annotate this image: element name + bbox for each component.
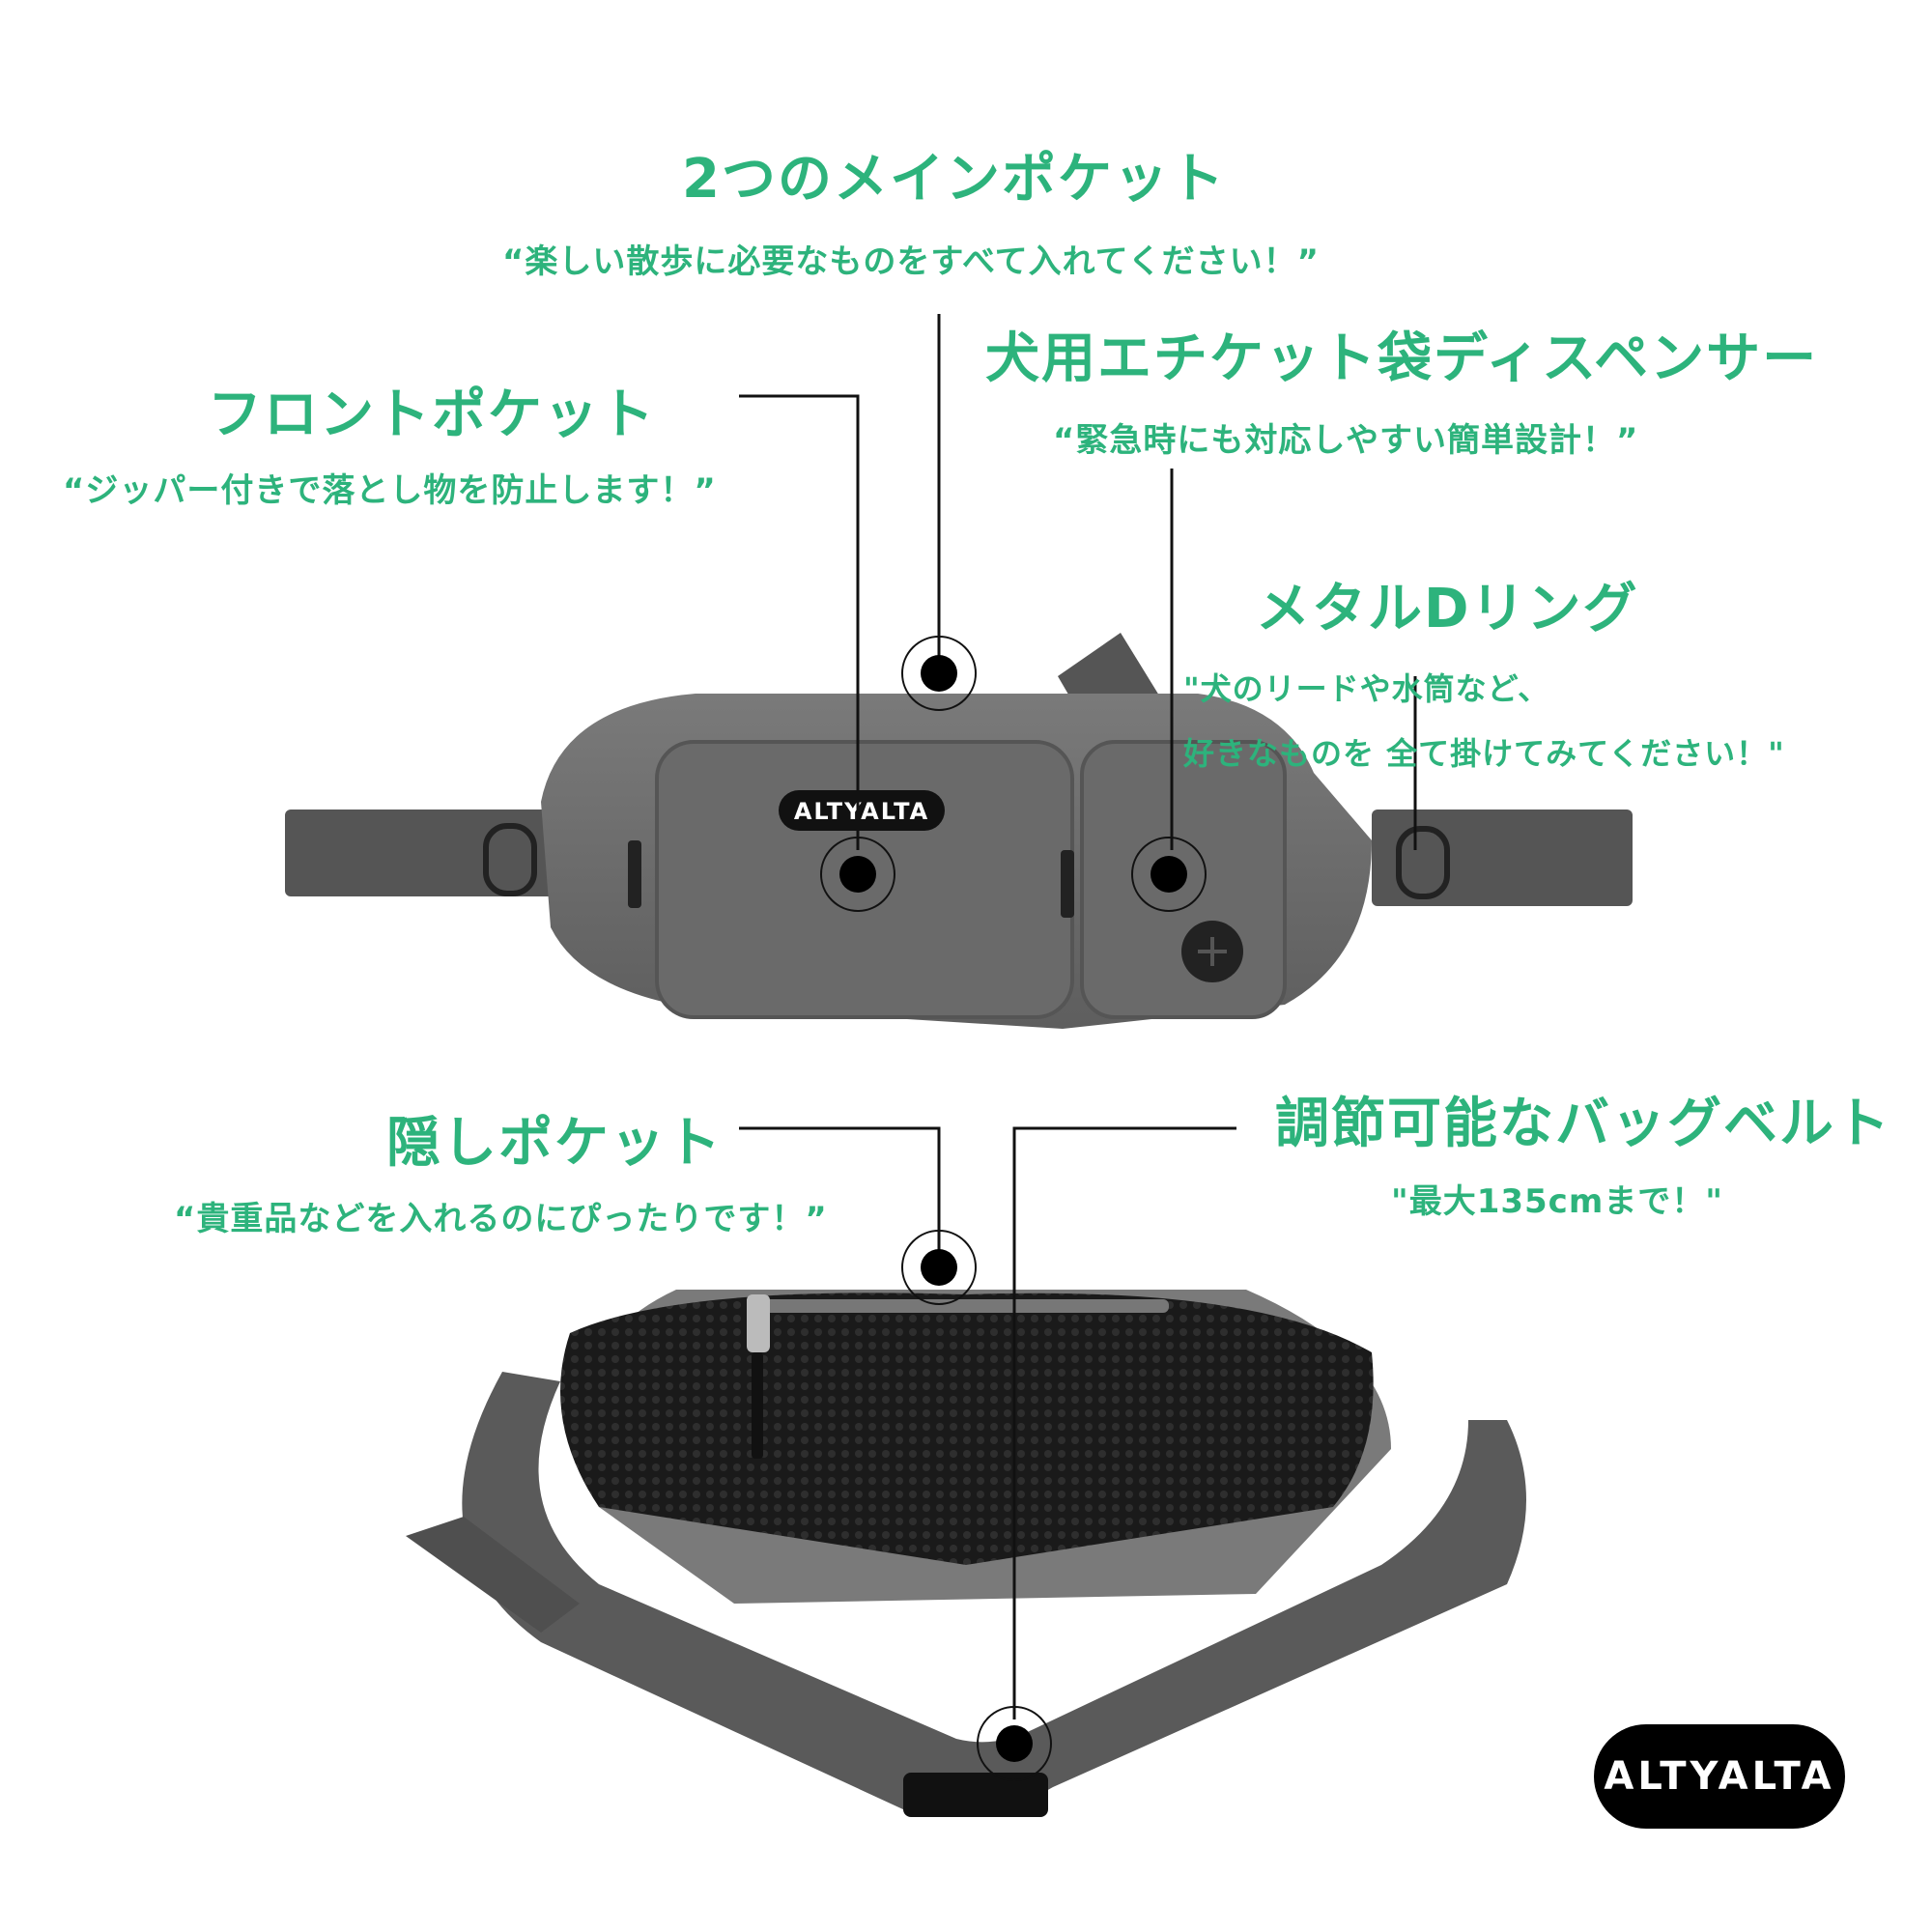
d-ring-right: [1396, 826, 1450, 899]
strap-left: [285, 810, 575, 896]
d-ring-desc-line2: 好きなものを 全て掛けてみてください！": [1183, 735, 1785, 772]
bag-dispenser-title: 犬用エチケット袋ディスペンサー: [985, 327, 1819, 390]
bag-logo-patch: [779, 790, 945, 831]
bag-logo-text: ALTYALTA: [794, 798, 929, 825]
brand-logo-badge: ALTYALTA: [1594, 1724, 1845, 1829]
d-ring-title: メタルDリング: [1256, 578, 1639, 640]
d-ring-desc-line1: "犬のリードや水筒など、: [1183, 670, 1550, 707]
hidden-pocket-title: 隠しポケット: [386, 1112, 723, 1175]
main-pockets-desc: “楽しい散歩に必要なものをすべて入れてください！”: [502, 242, 1320, 281]
strap-end: [406, 1517, 580, 1633]
callout-markers: [820, 636, 1207, 1781]
belt-title: 調節可能なバッグベルト: [1275, 1093, 1891, 1155]
callout-lines: [739, 314, 1417, 1719]
mesh-back-panel: [560, 1293, 1374, 1565]
belt-desc: "最大135cmまで！": [1391, 1182, 1723, 1221]
brand-logo-text: ALTYALTA: [1604, 1754, 1835, 1799]
bag-back-view: [406, 1290, 1526, 1817]
belt-buckle: [903, 1773, 1048, 1817]
hidden-pocket-desc: “貴重品などを入れるのにぴったりです！”: [174, 1200, 828, 1238]
front-pocket-title: フロントポケット: [208, 384, 656, 446]
d-ring-left: [483, 823, 537, 896]
front-pocket-desc: “ジッパー付きで落とし物を防止します！”: [63, 471, 717, 510]
main-pockets-title: 2つのメインポケット: [682, 148, 1226, 211]
hidden-pocket-zipper: [753, 1299, 1169, 1313]
bag-dispenser-desc: “緊急時にも対応しやすい簡単設計！”: [1053, 421, 1639, 460]
zipper-pull: [1061, 850, 1074, 918]
zipper-pull: [628, 840, 641, 908]
hidden-zipper-pull: [747, 1294, 770, 1352]
adjustable-belt: [462, 1372, 1526, 1816]
